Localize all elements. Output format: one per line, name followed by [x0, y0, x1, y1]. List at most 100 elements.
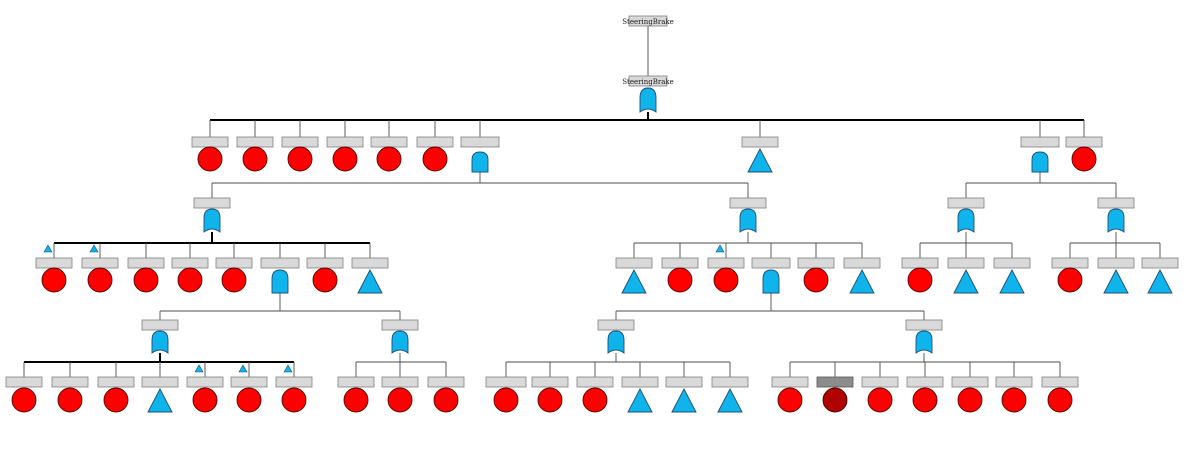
or-gate-icon[interactable]	[639, 87, 657, 113]
or-gate-icon[interactable]	[739, 208, 757, 233]
or-gate-icon[interactable]	[607, 330, 625, 354]
or-gate-icon[interactable]	[957, 208, 975, 233]
basic-event-icon[interactable]	[221, 267, 247, 293]
gate-label	[597, 319, 635, 331]
gate-label	[141, 319, 179, 331]
transfer-label	[1097, 257, 1135, 269]
basic-event-icon[interactable]	[376, 146, 402, 172]
basic-event-icon[interactable]	[422, 146, 448, 172]
basic-event-icon[interactable]	[957, 387, 983, 413]
root-gate-label: SteeringBrake	[622, 78, 674, 86]
basic-event-icon[interactable]	[87, 267, 113, 293]
event-label	[861, 376, 899, 388]
basic-event-icon[interactable]	[236, 387, 262, 413]
event-label	[186, 376, 224, 388]
transfer-marker-icon[interactable]	[715, 244, 725, 253]
basic-event-icon[interactable]	[57, 387, 83, 413]
transfer-label	[615, 257, 653, 269]
basic-event-icon[interactable]	[11, 387, 37, 413]
basic-event-icon[interactable]	[907, 267, 933, 293]
and-gate-icon[interactable]	[471, 151, 489, 173]
event-label	[326, 136, 364, 148]
basic-event-icon[interactable]	[177, 267, 203, 293]
or-gate-icon[interactable]	[915, 330, 933, 354]
transfer-label	[351, 257, 389, 269]
transfer-marker-icon[interactable]	[283, 364, 293, 373]
event-label	[901, 257, 939, 269]
basic-event-icon[interactable]	[537, 387, 563, 413]
or-gate-icon[interactable]	[151, 330, 169, 354]
transfer-triangle-icon[interactable]	[849, 269, 875, 294]
basic-event-icon[interactable]	[803, 267, 829, 293]
basic-event-icon[interactable]	[912, 387, 938, 413]
basic-event-icon[interactable]	[103, 387, 129, 413]
and-gate-icon[interactable]	[1031, 151, 1049, 173]
transfer-marker-icon[interactable]	[238, 364, 248, 373]
event-label	[81, 257, 119, 269]
basic-event-icon[interactable]	[667, 267, 693, 293]
basic-event-icon[interactable]	[1071, 146, 1097, 172]
gate-label	[260, 257, 300, 269]
transfer-triangle-icon[interactable]	[999, 269, 1025, 294]
gate-label	[460, 136, 500, 148]
or-gate-icon[interactable]	[203, 208, 221, 233]
basic-event-icon[interactable]	[41, 267, 67, 293]
gate-label	[1097, 197, 1135, 209]
transfer-triangle-icon[interactable]	[1103, 269, 1129, 294]
basic-event-icon[interactable]	[133, 267, 159, 293]
basic-event-icon[interactable]	[387, 387, 413, 413]
basic-event-icon[interactable]	[1001, 387, 1027, 413]
basic-event-icon[interactable]	[1057, 267, 1083, 293]
event-label	[236, 136, 274, 148]
basic-event-icon[interactable]	[287, 146, 313, 172]
transfer-label	[141, 376, 179, 388]
event-label	[1051, 257, 1089, 269]
basic-event-icon[interactable]	[192, 387, 218, 413]
or-gate-icon[interactable]	[391, 330, 409, 354]
basic-event-icon[interactable]	[281, 387, 307, 413]
level-1-nodes	[191, 136, 1103, 173]
transfer-triangle-icon[interactable]	[717, 388, 743, 413]
basic-event-icon[interactable]	[777, 387, 803, 413]
top-event-box[interactable]: SteeringBrake	[622, 15, 674, 27]
transfer-marker-icon[interactable]	[194, 364, 204, 373]
transfer-triangle-icon[interactable]	[357, 269, 383, 294]
basic-event-icon[interactable]	[493, 387, 519, 413]
event-label-highlighted	[816, 376, 854, 388]
event-label	[171, 257, 209, 269]
level-3-nodes	[35, 244, 1179, 294]
transfer-marker-icon[interactable]	[89, 244, 99, 253]
basic-event-selected-icon[interactable]	[822, 387, 848, 413]
event-label	[485, 376, 527, 388]
basic-event-icon[interactable]	[1047, 387, 1073, 413]
transfer-triangle-icon[interactable]	[147, 388, 173, 413]
event-label	[191, 136, 229, 148]
basic-event-icon[interactable]	[242, 146, 268, 172]
basic-event-icon[interactable]	[332, 146, 358, 172]
or-gate-icon[interactable]	[1107, 208, 1125, 233]
root-gate-box[interactable]: SteeringBrake	[622, 75, 674, 87]
gate-label	[905, 319, 943, 331]
transfer-label	[947, 257, 985, 269]
basic-event-icon[interactable]	[582, 387, 608, 413]
transfer-triangle-icon[interactable]	[1147, 269, 1173, 294]
and-gate-icon[interactable]	[271, 269, 289, 294]
level-5-nodes	[5, 364, 1079, 413]
basic-event-icon[interactable]	[312, 267, 338, 293]
basic-event-icon[interactable]	[197, 146, 223, 172]
event-label	[416, 136, 454, 148]
transfer-triangle-icon[interactable]	[627, 388, 653, 413]
basic-event-icon[interactable]	[713, 267, 739, 293]
transfer-triangle-icon[interactable]	[953, 269, 979, 294]
and-gate-icon[interactable]	[762, 269, 780, 294]
transfer-triangle-icon[interactable]	[671, 388, 697, 413]
transfer-marker-icon[interactable]	[43, 244, 53, 253]
transfer-triangle-icon[interactable]	[621, 269, 647, 294]
event-label	[707, 257, 745, 269]
basic-event-icon[interactable]	[867, 387, 893, 413]
basic-event-icon[interactable]	[433, 387, 459, 413]
transfer-triangle-icon[interactable]	[747, 148, 773, 173]
basic-event-icon[interactable]	[343, 387, 369, 413]
gate-label	[381, 319, 419, 331]
